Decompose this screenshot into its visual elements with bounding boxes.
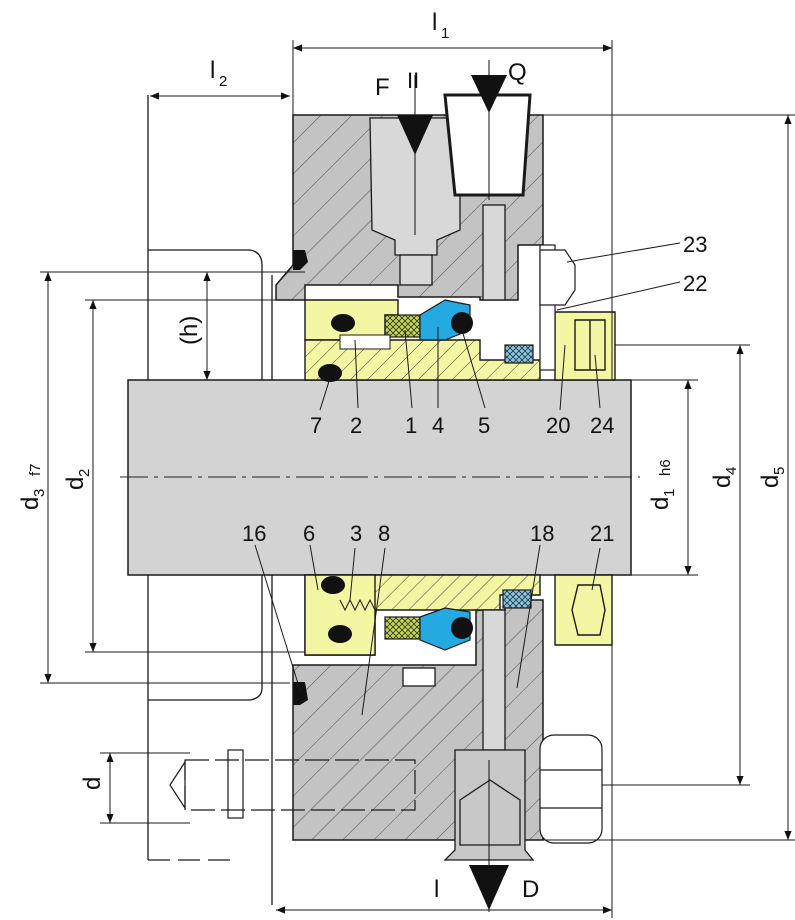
svg-text:d: d: [757, 475, 784, 488]
label-l1: l 1: [432, 9, 449, 42]
svg-text:d: d: [62, 477, 89, 490]
port-labels: F II Q D: [375, 59, 539, 903]
svg-text:1: 1: [661, 489, 678, 497]
svg-text:f7: f7: [27, 463, 44, 476]
dimension-labels: l 1 l 2 l d d 3 f7 d 2 (h) d 1 h6 d 4 d: [17, 9, 788, 903]
leader-lines: [254, 242, 681, 716]
label-d5: d 5: [757, 467, 788, 488]
part-number-22: 22: [683, 271, 707, 296]
label-II: II: [407, 68, 419, 93]
svg-text:2: 2: [76, 469, 93, 477]
part-numbers: 23 22 7 2 1 4 5 20 24 16 6 3 8 18 21: [242, 232, 707, 546]
svg-text:l: l: [432, 9, 437, 36]
svg-text:d: d: [647, 497, 674, 510]
part-number-4: 4: [432, 413, 444, 438]
part-number-23: 23: [683, 232, 707, 257]
svg-text:5: 5: [771, 467, 788, 475]
part-number-8: 8: [378, 521, 390, 546]
label-Q: Q: [508, 59, 527, 86]
part-number-3: 3: [350, 521, 362, 546]
lower-sleeve: [304, 574, 613, 656]
svg-text:h6: h6: [657, 459, 674, 476]
part-number-2: 2: [350, 413, 362, 438]
part-number-21: 21: [590, 521, 614, 546]
label-d: d: [79, 777, 106, 790]
svg-text:l: l: [210, 57, 215, 84]
part-number-5: 5: [478, 413, 490, 438]
label-F: F: [375, 74, 390, 101]
spring: [339, 334, 391, 612]
svg-text:d: d: [17, 497, 44, 510]
label-d2: d 2: [62, 469, 93, 490]
o-rings: [293, 250, 473, 705]
part-number-18: 18: [530, 521, 554, 546]
part-number-7: 7: [310, 413, 322, 438]
flow-arrows: [397, 60, 509, 912]
svg-text:3: 3: [31, 489, 48, 497]
part-number-1: 1: [405, 413, 417, 438]
label-h: (h): [176, 316, 203, 345]
part-number-20: 20: [546, 413, 570, 438]
svg-text:d: d: [709, 475, 736, 488]
svg-text:2: 2: [219, 73, 227, 90]
svg-text:4: 4: [723, 467, 740, 475]
bolt-and-nut: [169, 734, 603, 844]
label-l2: l 2: [210, 57, 227, 90]
part-number-6: 6: [303, 521, 315, 546]
label-d1: d 1 h6: [647, 459, 678, 510]
svg-text:1: 1: [441, 25, 449, 42]
label-d3: d 3 f7: [17, 463, 48, 510]
part-number-16: 16: [242, 521, 266, 546]
clamp-and-screw: [539, 244, 576, 371]
label-l: l: [434, 876, 439, 903]
label-d4: d 4: [709, 467, 740, 488]
dimension-lines: [40, 40, 795, 918]
part-number-24: 24: [590, 413, 614, 438]
label-D: D: [522, 876, 539, 903]
upper-sleeve: [304, 299, 616, 381]
